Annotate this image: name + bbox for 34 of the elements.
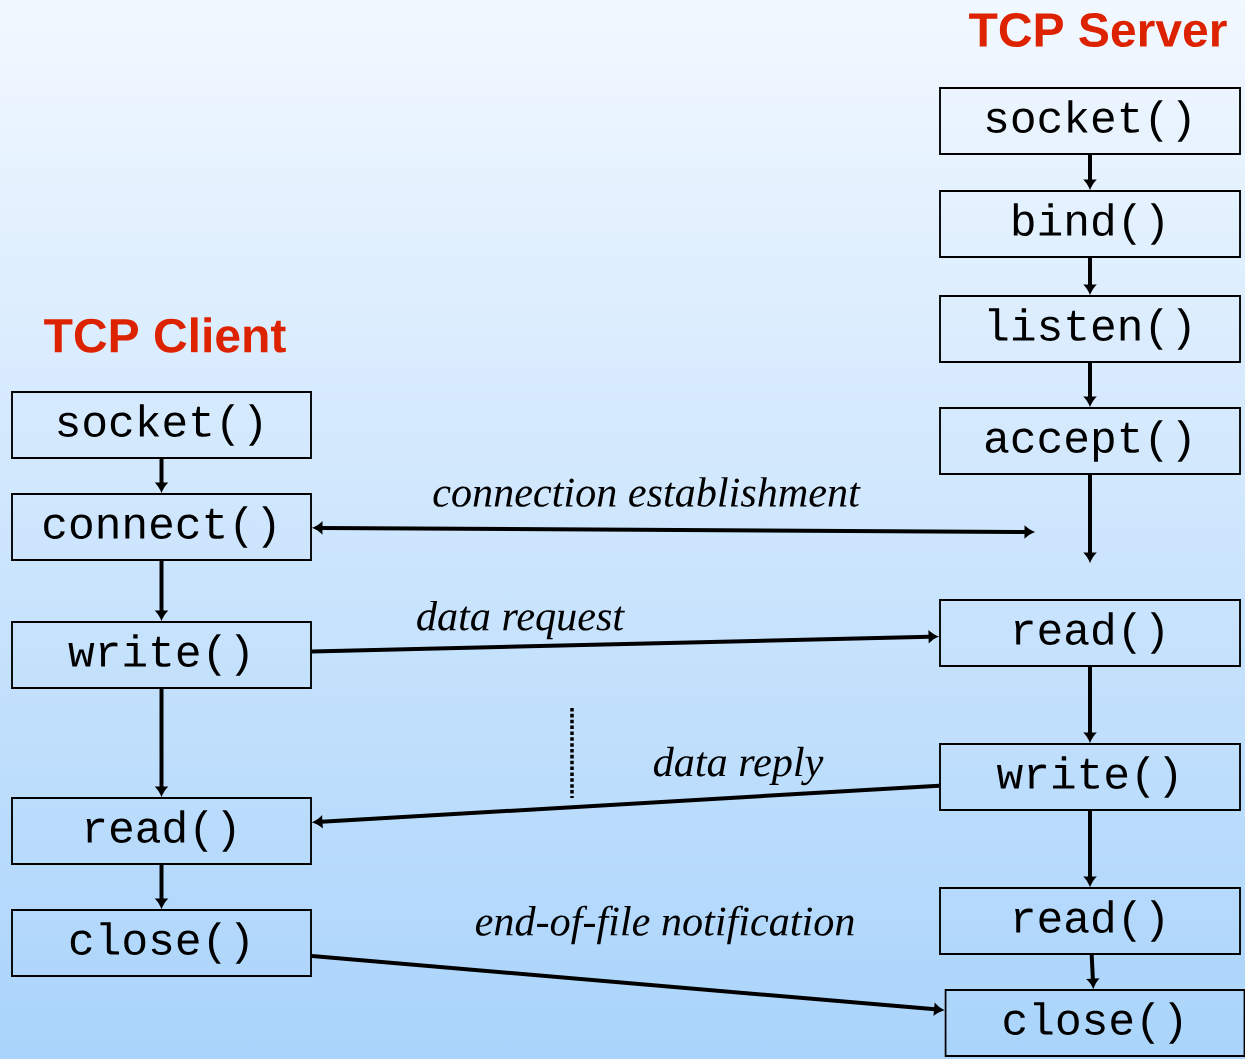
- edge-label: data request: [417, 600, 625, 640]
- arrow: [313, 522, 1034, 538]
- arrow: [313, 783, 940, 828]
- arrow: [1084, 666, 1096, 742]
- arrow: [156, 864, 167, 908]
- arrow: [311, 631, 938, 654]
- heading: TCP Server: [969, 13, 1227, 47]
- function-box: write(): [939, 743, 1241, 811]
- function-box: listen(): [939, 295, 1241, 363]
- arrow: [311, 953, 944, 1015]
- function-box: socket(): [939, 87, 1241, 155]
- arrow: [1084, 810, 1096, 886]
- arrow: [1087, 954, 1099, 988]
- arrow: [156, 560, 167, 620]
- function-box: accept(): [939, 407, 1241, 475]
- arrow: [156, 688, 167, 796]
- arrow: [1084, 154, 1096, 189]
- arrow: [1084, 362, 1096, 406]
- function-box: write(): [11, 621, 312, 689]
- arrow: [1084, 474, 1096, 562]
- function-box: read(): [11, 797, 312, 865]
- edge-label: data reply: [653, 746, 824, 786]
- function-box: read(): [939, 887, 1241, 955]
- function-box: connect(): [11, 493, 312, 561]
- heading: TCP Client: [44, 317, 286, 353]
- function-box: close(): [11, 909, 312, 977]
- function-box: bind(): [939, 190, 1241, 258]
- function-box: socket(): [11, 391, 312, 459]
- edge-label: connection establishment: [433, 477, 861, 507]
- function-box: read(): [939, 599, 1241, 667]
- arrow: [156, 458, 167, 492]
- function-box: close(): [944, 989, 1245, 1057]
- edge-label: end-of-file notification: [475, 905, 854, 945]
- arrow: [1084, 257, 1096, 294]
